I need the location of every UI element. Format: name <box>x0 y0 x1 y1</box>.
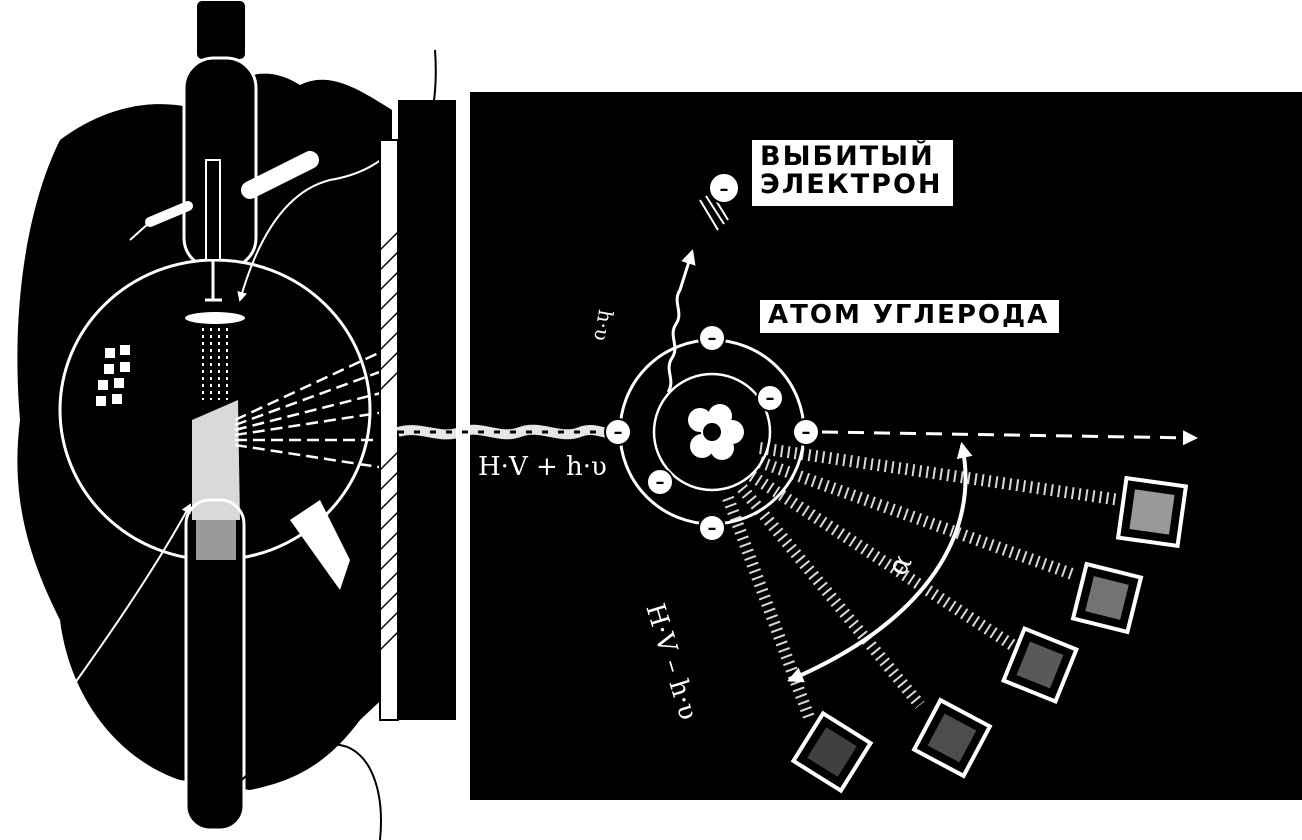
svg-text:–: – <box>708 328 717 349</box>
carbon-atom: – – – – – – <box>604 324 820 542</box>
electron: – <box>792 418 820 446</box>
detector-plate <box>1115 475 1189 549</box>
glass-panes <box>96 345 130 406</box>
xray-tube <box>58 0 437 840</box>
electrons: – – – – – – <box>604 324 820 542</box>
electron-stream <box>202 328 228 400</box>
detector-plates <box>790 475 1189 794</box>
electron: – <box>604 418 632 446</box>
svg-text:–: – <box>708 518 717 539</box>
label-carbon-atom: АТОМ УГЛЕРОДА <box>760 300 1060 334</box>
nucleus <box>688 404 744 460</box>
label-line: ВЫБИТЫЙ <box>760 141 935 172</box>
pointer-arrow-anode <box>69 503 191 691</box>
svg-text:–: – <box>802 422 811 443</box>
incident-beam <box>396 424 617 440</box>
electron: – <box>698 514 726 542</box>
filament <box>205 260 222 302</box>
side-electrode-left-wire <box>129 221 151 241</box>
side-electrode-left <box>145 201 193 227</box>
label-ejected-electron: ВЫБИТЫЙ ЭЛЕКТРОН <box>752 140 953 206</box>
label-line: ЭЛЕКТРОН <box>760 169 943 201</box>
focusing-cup <box>185 312 245 324</box>
side-electrode-right <box>241 151 319 199</box>
formula-incident: H·V + h·υ <box>478 452 607 482</box>
window-port <box>290 500 350 590</box>
lead-wire-bottom <box>214 743 382 840</box>
detector-plate <box>911 697 993 779</box>
recoil-path <box>666 249 696 393</box>
angle-arc <box>787 441 973 683</box>
svg-text:–: – <box>720 179 729 200</box>
electron: – <box>698 324 726 352</box>
lead-shield <box>379 100 456 721</box>
detector-plate <box>1070 561 1144 635</box>
electron: – <box>646 468 674 496</box>
cathode <box>205 159 221 261</box>
svg-text:–: – <box>766 388 775 409</box>
electron: – <box>756 384 784 412</box>
detector-plate <box>790 710 874 794</box>
inner-orbit <box>652 372 772 492</box>
tube-top-cap <box>195 0 247 61</box>
anode-stem <box>196 520 236 560</box>
forward-ray <box>821 430 1198 446</box>
xray-fan <box>234 348 386 470</box>
ejected-electron: – <box>699 172 740 231</box>
detector-plate <box>1000 625 1080 705</box>
svg-text:–: – <box>614 422 623 443</box>
anode-target <box>192 400 240 520</box>
svg-text:–: – <box>656 472 665 493</box>
